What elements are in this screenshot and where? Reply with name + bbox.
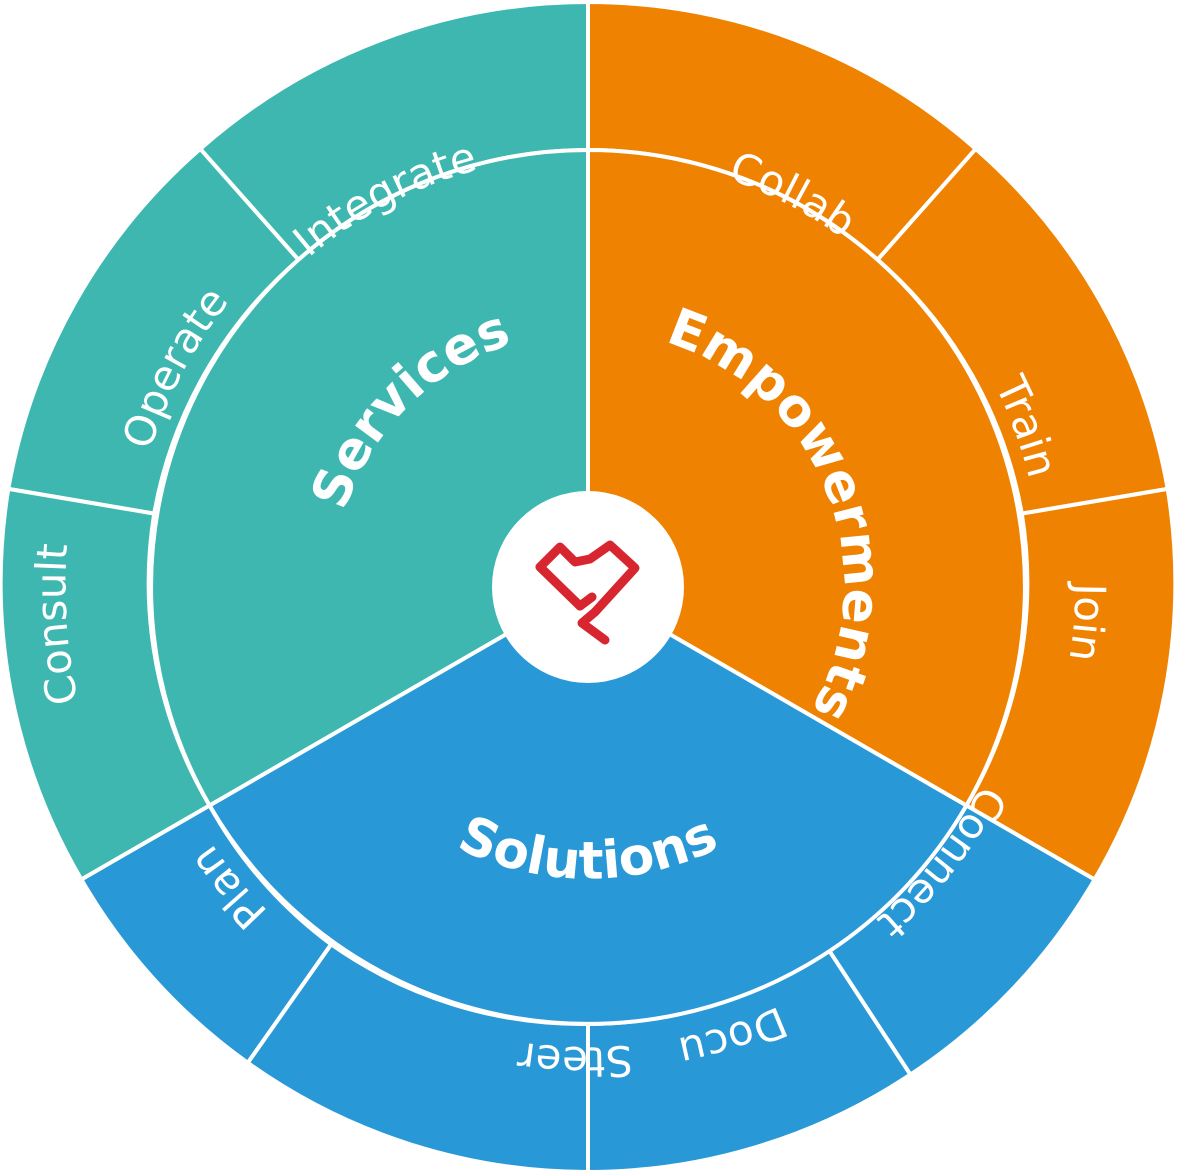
outer-segment-plan[interactable]	[78, 802, 334, 1066]
heart-logo-icon	[535, 540, 640, 645]
inner-ring	[149, 147, 1027, 1026]
outer-label-steer: Steer	[514, 1032, 634, 1086]
inner-sector-solutions[interactable]	[206, 584, 970, 1026]
center-hub	[492, 491, 684, 683]
inner-sector-empowerments[interactable]	[586, 147, 1027, 809]
inner-sector-services[interactable]	[149, 147, 590, 809]
